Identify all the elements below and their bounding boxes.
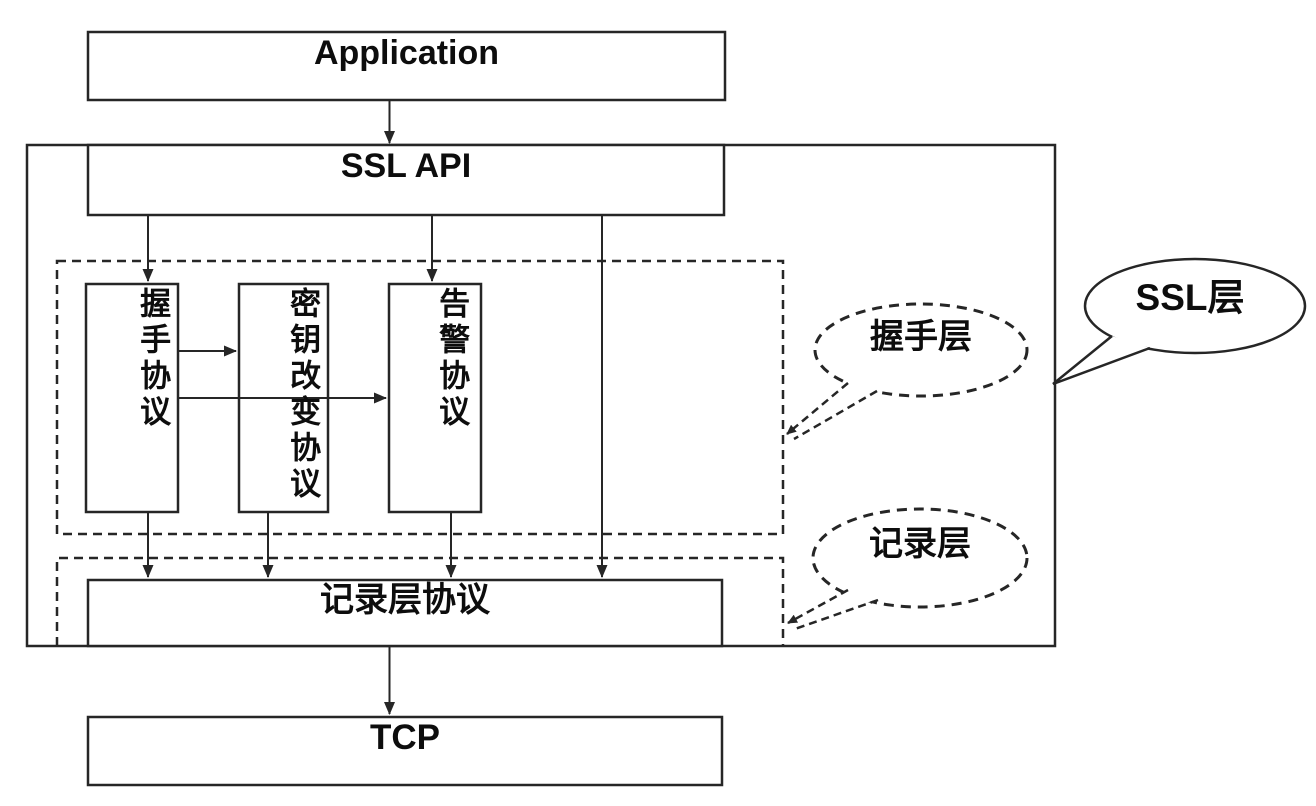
alert-protocol-box (387, 282, 483, 514)
record-protocol-label: 记录层协议 (320, 581, 490, 619)
ssl-api-label: SSL API (340, 147, 472, 185)
tcp-label: TCP (370, 718, 440, 757)
handshake-layer-callout-label: 握手层 (870, 318, 972, 356)
application-box (86, 30, 727, 102)
application-label: Application (313, 34, 500, 72)
record-layer-callout (787, 507, 1029, 631)
handshake-layer-dashed-region (55, 259, 785, 536)
tcp-box (86, 715, 724, 787)
alert-protocol-label: 告警协议 (434, 287, 470, 431)
record-protocol-box (86, 578, 724, 648)
record-layer-callout-label: 记录层 (869, 525, 971, 563)
ssl-layer-callout-label: SSL层 (1135, 277, 1245, 318)
handshake-protocol-label: 握手协议 (135, 287, 171, 431)
cipher-change-protocol-label: 密钥改变协议 (285, 287, 321, 503)
handshake-layer-callout (786, 302, 1029, 441)
record-layer-dashed-region (55, 556, 785, 646)
ssl-api-box (86, 143, 726, 217)
ssl-layer-callout (1052, 257, 1307, 386)
